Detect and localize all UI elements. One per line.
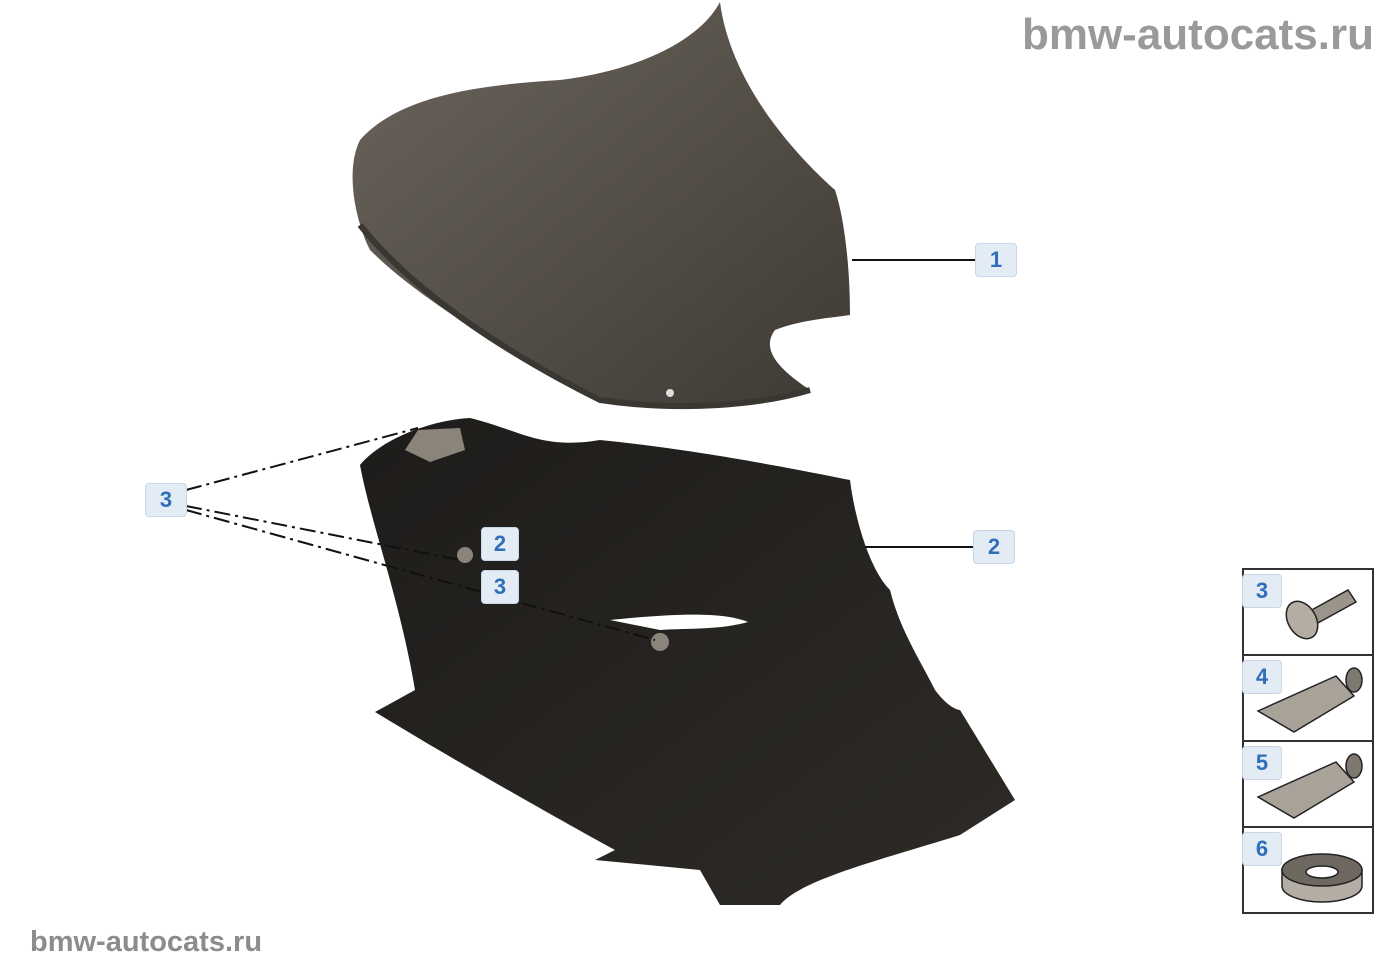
leader-lines [185,259,978,641]
parts-legend-panel: 3 4 5 6 [1242,568,1374,914]
legend-item-screw[interactable]: 3 [1242,570,1372,656]
callout-part-2[interactable]: 2 [973,530,1015,564]
legend-number: 5 [1242,746,1282,780]
legend-number: 3 [1242,574,1282,608]
legend-item-tube-4[interactable]: 4 [1242,656,1372,742]
tube-icon [1256,667,1363,733]
watermark-bottom: bmw-autocats.ru [30,926,263,958]
callout-part-3-group[interactable]: 3 [145,483,187,517]
upper-cover-part [352,2,850,410]
legend-item-washer[interactable]: 6 [1242,828,1372,914]
lower-trim-part [360,418,1015,905]
tube-icon [1256,753,1363,819]
callout-part-2-inner[interactable]: 2 [481,527,519,561]
watermark-top: bmw-autocats.ru [1021,10,1374,59]
legend-item-tube-5[interactable]: 5 [1242,742,1372,828]
washer-icon [1281,853,1363,903]
legend-number: 4 [1242,660,1282,694]
screw-icon [1285,589,1358,640]
callout-part-1[interactable]: 1 [975,243,1017,277]
callout-part-3-inner[interactable]: 3 [481,570,519,604]
legend-number: 6 [1242,832,1282,866]
